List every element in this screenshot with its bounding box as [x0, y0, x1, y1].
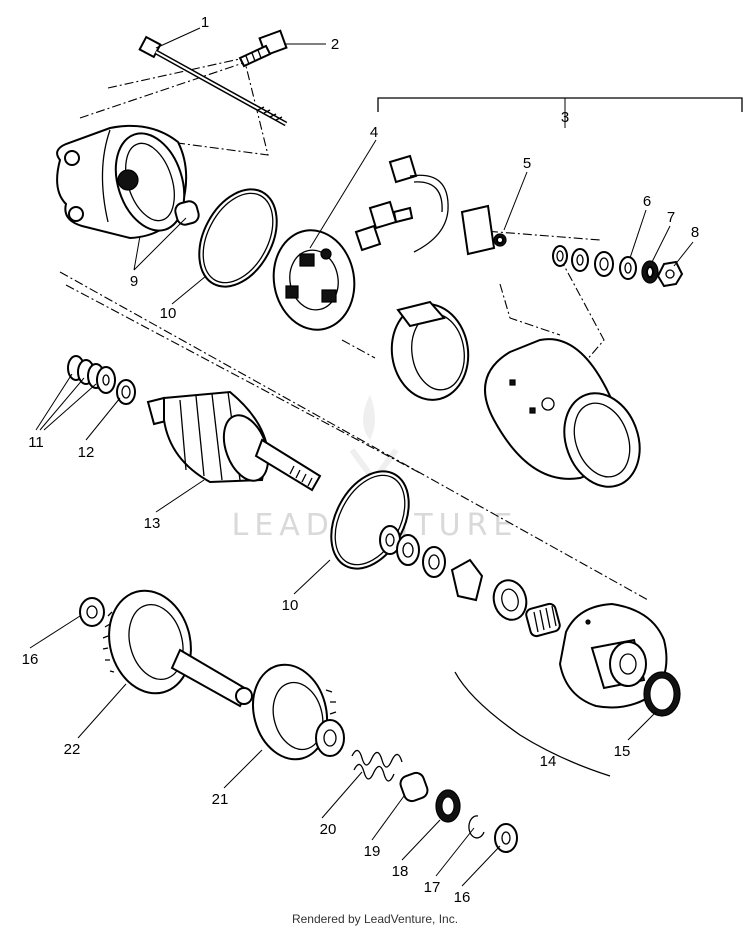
callout-5: 5	[523, 155, 531, 172]
washer-stack-6-7-8	[552, 245, 684, 288]
callout-22: 22	[64, 741, 81, 758]
callout-19: 19	[364, 843, 381, 860]
callout-1: 1	[201, 14, 209, 31]
callout-2: 2	[331, 36, 339, 53]
callout-21: 21	[212, 791, 229, 808]
bracket-14	[454, 671, 611, 777]
part-19-collar	[399, 771, 429, 803]
part-16-washer-upper	[79, 597, 105, 627]
callout-3: 3	[561, 109, 569, 126]
callout-10-upper: 10	[160, 305, 177, 322]
callout-17: 17	[424, 879, 441, 896]
leader-lines	[29, 27, 694, 887]
watermark-logo	[349, 395, 399, 486]
callout-16-upper: 16	[22, 651, 39, 668]
yoke-field-housing	[484, 338, 641, 488]
callout-6: 6	[643, 193, 651, 210]
callout-14: 14	[540, 753, 557, 770]
part-12-washer	[116, 379, 136, 405]
part-17-snap-ring	[468, 815, 485, 839]
part-4-brush-plate	[272, 229, 356, 331]
footer-credit: Rendered by LeadVenture, Inc.	[291, 912, 459, 926]
part-3-brush-holder	[354, 154, 507, 256]
callout-16-lower: 16	[454, 889, 471, 906]
part-15-o-ring	[643, 671, 681, 717]
part-9-end-housing	[56, 124, 200, 240]
callout-20: 20	[320, 821, 337, 838]
part-1-through-bolt	[138, 35, 288, 127]
callout-13: 13	[144, 515, 161, 532]
callout-labels: 1 2 3 4 5 6 7 8 9 10 11 12 13 10 14 15 1…	[22, 14, 700, 906]
part-13-armature	[146, 390, 322, 492]
callout-8: 8	[691, 224, 699, 241]
callout-15: 15	[614, 743, 631, 760]
callout-9: 9	[130, 273, 138, 290]
callout-7: 7	[667, 209, 675, 226]
part-18-stop-ring	[435, 789, 461, 823]
part-2-bolt	[238, 29, 288, 68]
callout-4: 4	[370, 124, 378, 141]
part-22-reduction-gear-shaft	[102, 589, 253, 708]
callout-10-lower: 10	[282, 597, 299, 614]
callout-18: 18	[392, 863, 409, 880]
brush-holder-ring	[390, 300, 470, 401]
bracket-3	[377, 97, 743, 112]
part-21-overrunning-clutch	[252, 663, 345, 761]
part-20-spring	[351, 749, 403, 782]
callout-12: 12	[78, 444, 95, 461]
part-16-washer-lower	[494, 823, 518, 853]
callout-11: 11	[28, 434, 44, 451]
part-14-drive-end-housing	[558, 602, 668, 709]
washer-row-middle	[379, 525, 561, 638]
